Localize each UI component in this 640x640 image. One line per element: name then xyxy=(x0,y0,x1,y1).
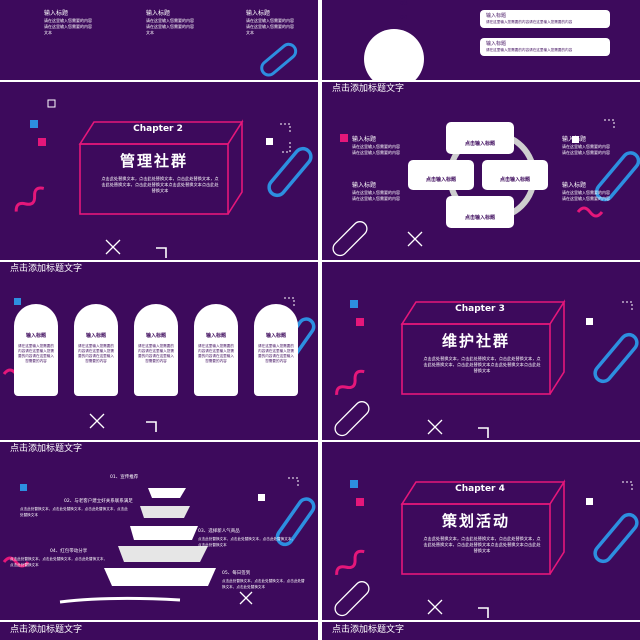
chip-title: 输入标题 xyxy=(486,41,507,47)
slide-8[interactable]: Chapter 4 策划活动 点击此处替换文本，点击此处替换文本，点击此处替换文… xyxy=(322,442,640,620)
column-desc: 请在这里输入您需要的内容请在这里输入您需要的内容文本 xyxy=(44,18,92,35)
slide-4[interactable]: 点击添加标题文字 点击输入标题 点击输入标题 点击输入标题 点击输入标题 输入标… xyxy=(322,82,640,260)
side-desc: 请在这里输入您需要的内容请在这里输入您需要的内容 xyxy=(352,190,400,201)
step-number: 04 xyxy=(400,14,408,21)
cycle-node-top[interactable]: 点击输入标题 xyxy=(446,122,514,154)
chip-desc: 请在这里输入您需要的内容请在这里输入您需要的内容 xyxy=(486,48,573,52)
step-label: 01、宣传推荐 xyxy=(110,475,139,480)
slide-header: 点击添加标题文字 xyxy=(10,625,83,635)
side-label: 输入标题 xyxy=(352,136,377,143)
step-label: 05、每日签到 xyxy=(222,571,251,576)
slide-header: 点击添加标题文字 xyxy=(10,264,83,274)
step-desc: 点击此处替换文本，点击此处替换文本，点击此处替换文本，点击此处替换文本 xyxy=(20,507,128,517)
arch-title: 输入标题 xyxy=(205,333,226,339)
step-label: 03、选择新人气商品 xyxy=(198,529,240,534)
chapter-label: Chapter 2 xyxy=(133,124,183,134)
slide-7[interactable]: 点击添加标题文字 01、宣传推荐 02、与老客户建立好关系联系满足 点击此处替换… xyxy=(0,442,318,620)
chapter-title: 维护社群 xyxy=(441,332,510,350)
arch-desc: 请在这里输入您需要的内容请在这里输入您需要的内容请在这里输入您需要的内容 xyxy=(18,344,54,363)
decoration-shapes xyxy=(334,299,639,438)
slide-6[interactable]: Chapter 3 维护社群 点击此处替换文本，点击此处替换文本，点击此处替换文… xyxy=(322,262,640,440)
chapter-label: Chapter 3 xyxy=(455,304,505,314)
arch-title: 输入标题 xyxy=(145,333,166,339)
chapter-label: Chapter 4 xyxy=(455,484,505,494)
side-label: 输入标题 xyxy=(352,182,377,189)
slide-2[interactable]: 03 04 输入标题 请在这里输入您需要的内容请在这里输入您需要的内容 输入标题… xyxy=(322,0,640,80)
side-desc: 请在这里输入您需要的内容请在这里输入您需要的内容 xyxy=(562,144,610,155)
step-desc: 点击此处替换文本，点击此处替换文本，点击此处替换文本，点击此处替换文本 xyxy=(222,579,305,589)
cycle-node-right[interactable]: 点击输入标题 xyxy=(482,160,548,190)
column-desc: 请在这里输入您需要的内容请在这里输入您需要的内容文本 xyxy=(146,18,194,35)
slide-header: 点击添加标题文字 xyxy=(332,625,405,635)
step-desc: 点击此处替换文本，点击此处替换文本，点击此处替换文本，点击此处替换文本 xyxy=(10,557,108,567)
chip-title: 输入标题 xyxy=(486,13,507,19)
decoration-shapes xyxy=(14,99,313,258)
chapter-title: 管理社群 xyxy=(119,152,188,170)
column-title: 输入标题 xyxy=(246,10,271,17)
arch-title: 输入标题 xyxy=(85,333,106,339)
slide-5[interactable]: 点击添加标题文字 输入标题 请在这里输入您需要的内容请在这里输入您需要的内容请在… xyxy=(0,262,318,440)
column-title: 输入标题 xyxy=(44,10,69,17)
arch-card[interactable]: 输入标题 请在这里输入您需要的内容请在这里输入您需要的内容请在这里输入您需要的内… xyxy=(74,304,118,396)
slide-3[interactable]: Chapter 2 管理社群 点击此处替换文本，点击此处替换文本，点击此处替换文… xyxy=(0,82,318,260)
slide-10[interactable]: 点击添加标题文字 xyxy=(322,622,640,640)
slide-1[interactable]: 输入标题 请在这里输入您需要的内容请在这里输入您需要的内容文本 输入标题 请在这… xyxy=(0,0,318,80)
chapter-title: 策划活动 xyxy=(441,512,510,530)
decoration-shapes xyxy=(2,477,316,605)
decoration-shapes xyxy=(364,29,424,80)
column-desc: 请在这里输入您需要的内容请在这里输入您需要的内容文本 xyxy=(246,18,294,35)
side-desc: 请在这里输入您需要的内容请在这里输入您需要的内容 xyxy=(562,190,610,201)
step-label: 02、与老客户建立好关系联系满足 xyxy=(64,499,133,504)
chapter-desc: 点击此处替换文本，点击此处替换文本，点击此处替换文本，点击此处替换文本，点击此处… xyxy=(423,536,541,553)
arch-desc: 请在这里输入您需要的内容请在这里输入您需要的内容请在这里输入您需要的内容 xyxy=(198,344,234,363)
arch-card[interactable]: 输入标题 请在这里输入您需要的内容请在这里输入您需要的内容请在这里输入您需要的内… xyxy=(254,304,298,396)
column-title: 输入标题 xyxy=(146,10,171,17)
arch-card[interactable]: 输入标题 请在这里输入您需要的内容请在这里输入您需要的内容请在这里输入您需要的内… xyxy=(134,304,178,396)
cycle-node-left[interactable]: 点击输入标题 xyxy=(408,160,474,190)
chapter-desc: 点击此处替换文本，点击此处替换文本，点击此处替换文本，点击此处替换文本，点击此处… xyxy=(423,356,541,373)
arch-card[interactable]: 输入标题 请在这里输入您需要的内容请在这里输入您需要的内容请在这里输入您需要的内… xyxy=(14,304,58,396)
decoration-shapes xyxy=(260,42,298,77)
step-label: 04、红包带动分享 xyxy=(50,549,88,554)
arch-desc: 请在这里输入您需要的内容请在这里输入您需要的内容请在这里输入您需要的内容 xyxy=(78,344,114,363)
decoration-shapes xyxy=(334,479,639,618)
cycle-node-bottom[interactable]: 点击输入标题 xyxy=(446,196,514,228)
slide-header: 点击添加标题文字 xyxy=(332,84,405,94)
decoration-shapes xyxy=(332,119,640,257)
side-label: 输入标题 xyxy=(562,182,587,189)
arch-title: 输入标题 xyxy=(265,333,286,339)
side-desc: 请在这里输入您需要的内容请在这里输入您需要的内容 xyxy=(352,144,400,155)
step-desc: 点击此处替换文本，点击此处替换文本，点击此处替换文本，点击此处替换文本 xyxy=(198,537,296,547)
arch-desc: 请在这里输入您需要的内容请在这里输入您需要的内容请在这里输入您需要的内容 xyxy=(138,344,174,363)
arch-card[interactable]: 输入标题 请在这里输入您需要的内容请在这里输入您需要的内容请在这里输入您需要的内… xyxy=(194,304,238,396)
info-chip[interactable]: 输入标题 请在这里输入您需要的内容请在这里输入您需要的内容 xyxy=(480,38,610,56)
arch-title: 输入标题 xyxy=(25,333,46,339)
info-chip[interactable]: 输入标题 请在这里输入您需要的内容请在这里输入您需要的内容 xyxy=(480,10,610,28)
arch-desc: 请在这里输入您需要的内容请在这里输入您需要的内容请在这里输入您需要的内容 xyxy=(258,344,294,363)
slide-header: 点击添加标题文字 xyxy=(10,444,83,454)
chapter-desc: 点击此处替换文本，点击此处替换文本，点击此处替换文本，点击此处替换文本，点击此处… xyxy=(101,176,219,193)
chip-desc: 请在这里输入您需要的内容请在这里输入您需要的内容 xyxy=(486,20,573,24)
slide-9[interactable]: 点击添加标题文字 xyxy=(0,622,318,640)
side-label: 输入标题 xyxy=(562,136,587,143)
step-number: 03 xyxy=(400,0,408,7)
